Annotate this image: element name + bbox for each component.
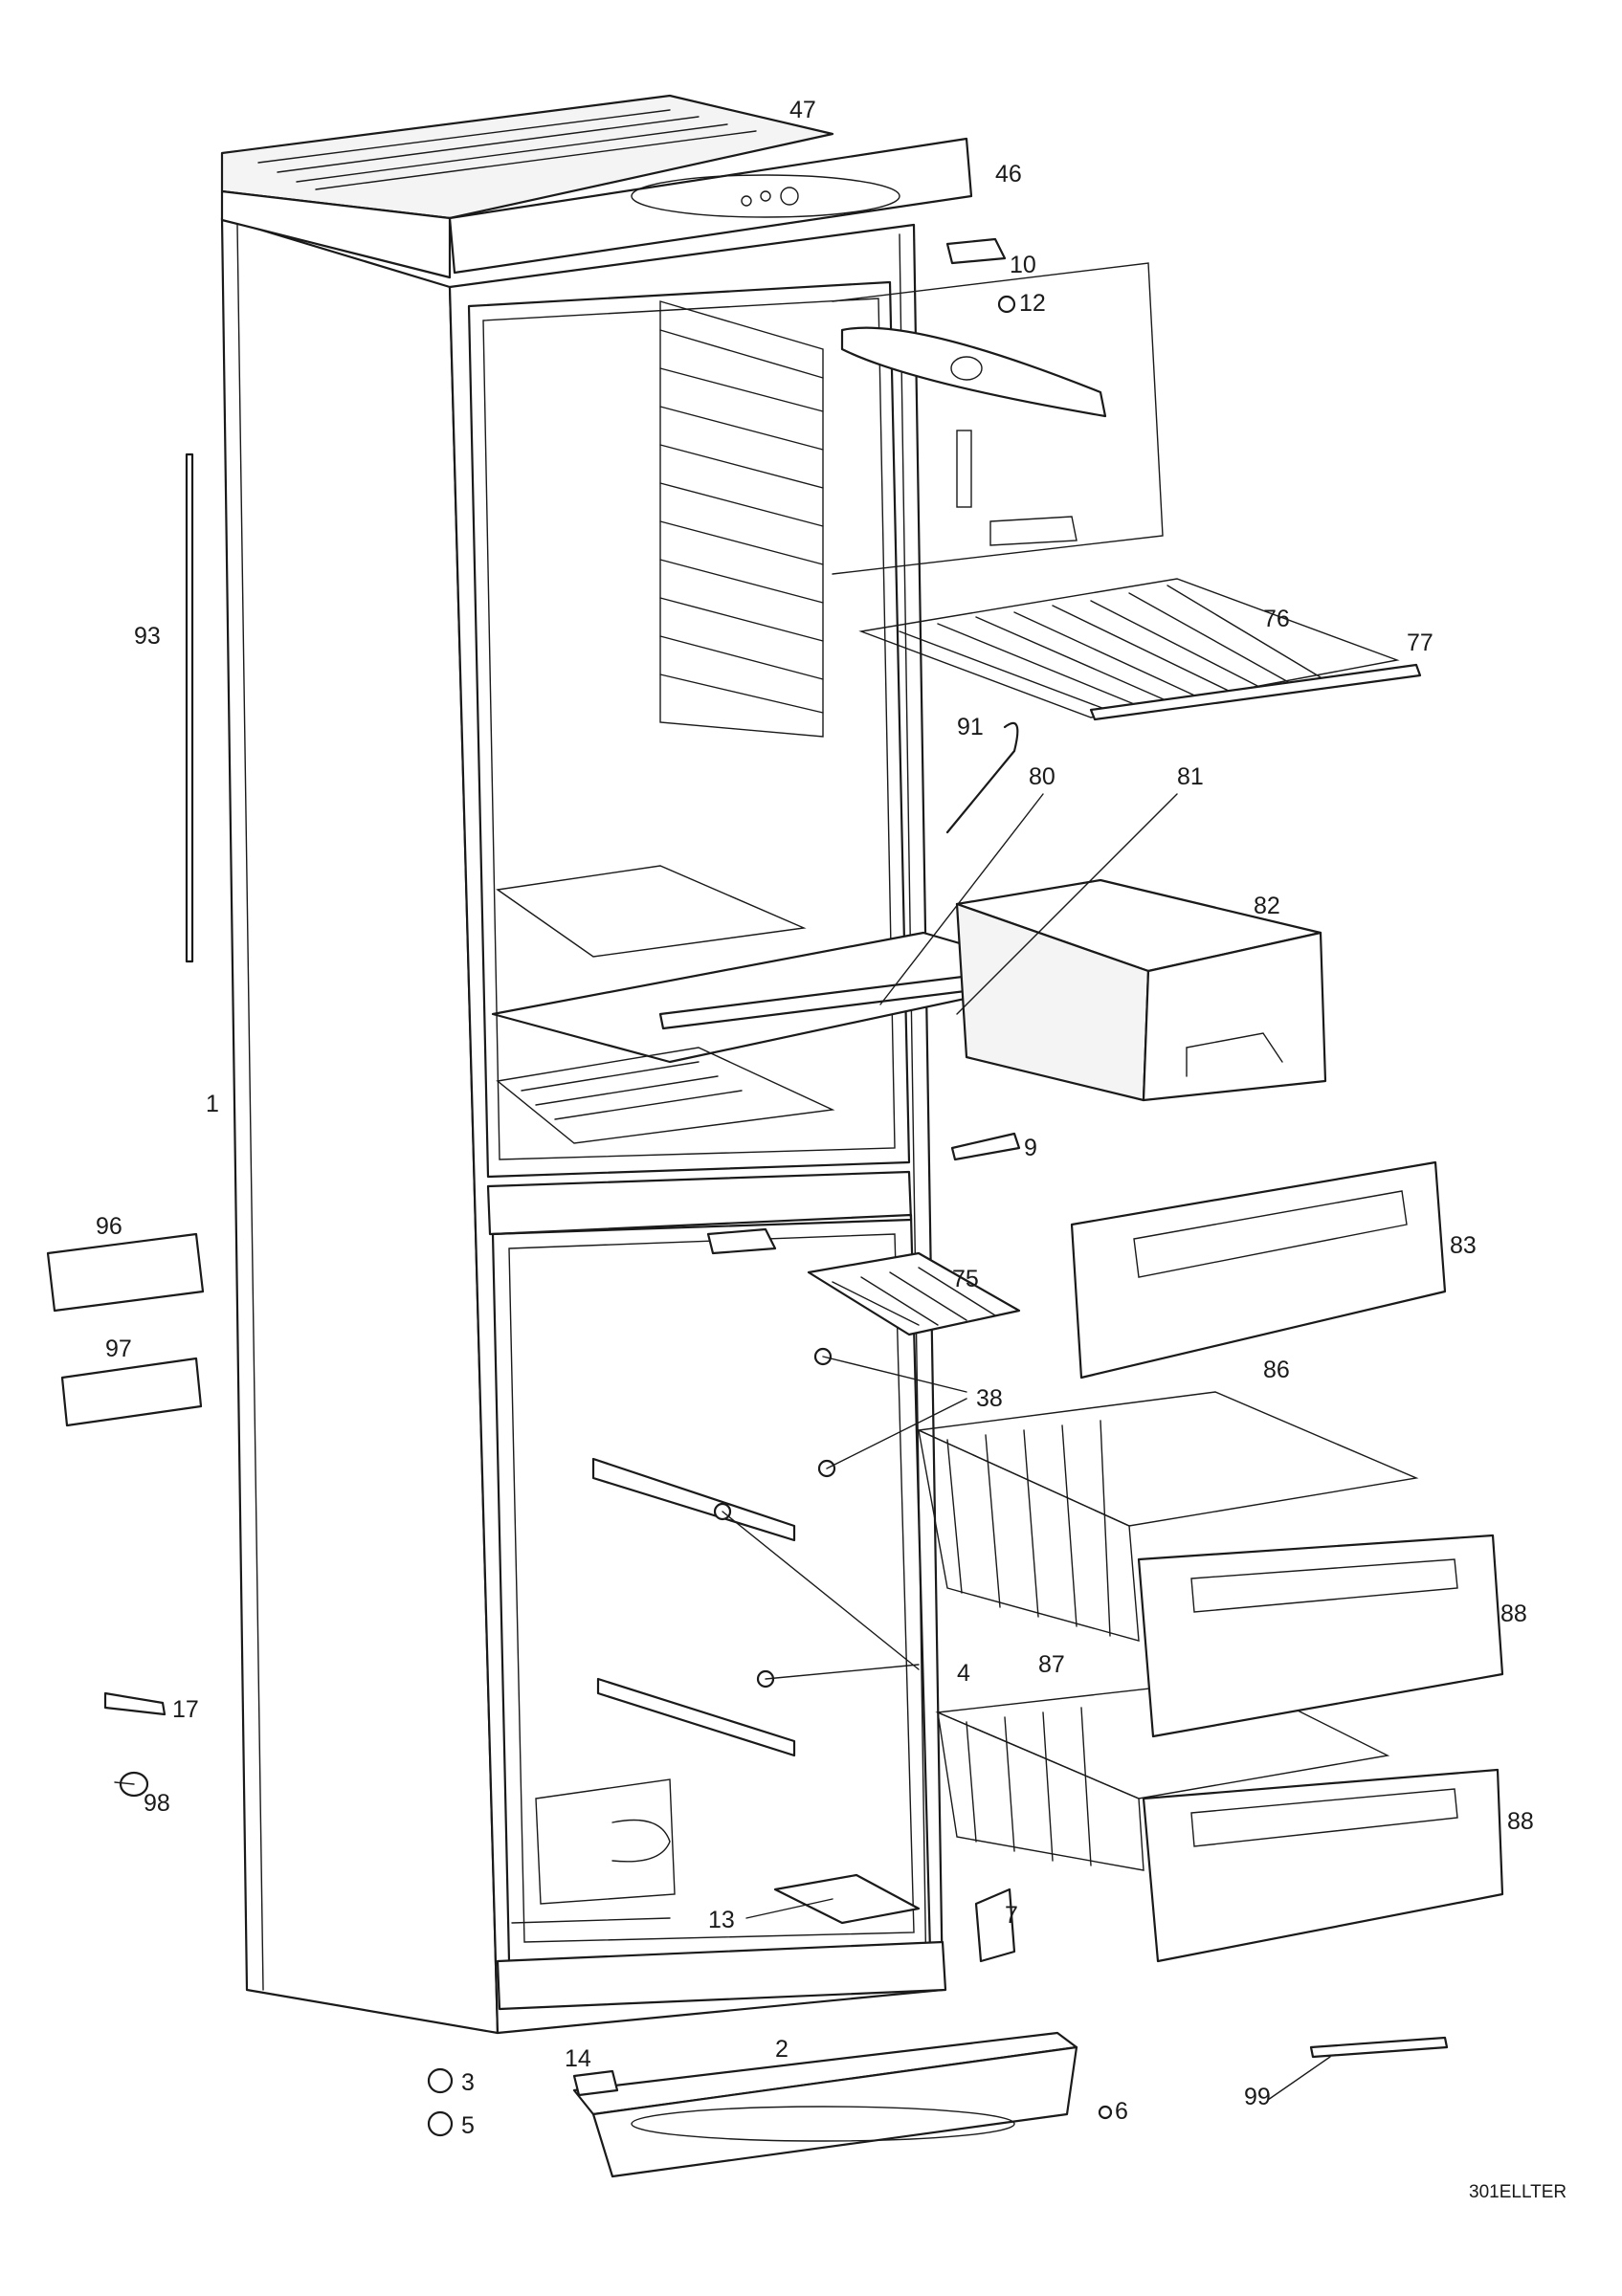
callout-3: 3 (461, 2069, 475, 2096)
freezer-flap-83 (1070, 1160, 1447, 1380)
drawer-front-88-lower (1142, 1768, 1504, 1963)
hinge-cover-96 (46, 1232, 205, 1313)
callout-38: 38 (976, 1385, 1003, 1412)
callout-17: 17 (172, 1696, 199, 1723)
callout-82: 82 (1254, 893, 1280, 919)
callout-7: 7 (1005, 1902, 1018, 1929)
wire-shelf-76 (858, 578, 1400, 718)
freezer-rails (591, 1227, 796, 1757)
callout-47: 47 (789, 97, 816, 123)
rail-13 (773, 1873, 921, 1925)
callout-98: 98 (144, 1790, 170, 1817)
callout-99: 99 (1244, 2084, 1271, 2110)
callout-93: 93 (134, 623, 161, 650)
callout-9: 9 (1024, 1135, 1037, 1161)
callout-1: 1 (206, 1091, 219, 1117)
callout-88-lower: 88 (1507, 1808, 1534, 1835)
crisper-drawer-82 (955, 878, 1327, 1102)
callout-91: 91 (957, 714, 984, 740)
cabinet-body (220, 216, 947, 2035)
callout-80: 80 (1029, 763, 1055, 790)
basket-86 (916, 1391, 1419, 1642)
callout-13: 13 (708, 1907, 735, 1933)
kickplate-2 (572, 2031, 1078, 2178)
callout-96: 96 (96, 1213, 122, 1240)
clip-91 (945, 721, 1019, 834)
shelf-trim-77 (1089, 663, 1422, 721)
callout-14: 14 (565, 2045, 591, 2072)
tool-99 (1309, 2036, 1449, 2059)
callout-97: 97 (105, 1336, 132, 1362)
callout-76: 76 (1263, 606, 1290, 632)
callout-46: 46 (995, 161, 1022, 188)
callout-83: 83 (1450, 1232, 1477, 1259)
callout-77: 77 (1407, 629, 1433, 656)
callout-81: 81 (1177, 763, 1204, 790)
ice-tray-75 (807, 1251, 1021, 1336)
drawing-code: 301ELLTER (1469, 2182, 1566, 2202)
callout-86: 86 (1263, 1357, 1290, 1383)
bracket-10 (945, 237, 1007, 265)
clip-14 (572, 2069, 619, 2097)
callout-2: 2 (775, 2036, 789, 2063)
hinge-9 (950, 1132, 1021, 1161)
top-cover-47 (220, 94, 834, 279)
hinge-7 (974, 1888, 1016, 1963)
lamp-assembly-group (832, 262, 1164, 575)
drawer-front-88-upper (1137, 1534, 1504, 1738)
callout-10: 10 (1010, 252, 1036, 278)
handle-97 (60, 1357, 203, 1427)
control-panel-46 (448, 137, 973, 275)
callout-12: 12 (1019, 290, 1046, 317)
screw-12 (997, 295, 1016, 314)
tube-93 (185, 453, 194, 963)
callout-87: 87 (1038, 1651, 1065, 1678)
callout-labels: 1 2 3 4 5 6 7 9 10 12 13 14 17 38 46 47 … (96, 97, 1534, 2139)
callout-5: 5 (461, 2112, 475, 2139)
callout-4: 4 (957, 1660, 970, 1687)
callout-88-upper: 88 (1500, 1601, 1527, 1627)
pin-17 (103, 1691, 167, 1716)
rear-shelf (496, 865, 835, 1144)
shelf-rail-stack (659, 300, 824, 738)
callout-6: 6 (1115, 2098, 1128, 2125)
foot-5 (427, 2110, 454, 2137)
foot-3 (427, 2067, 454, 2094)
callout-75: 75 (952, 1266, 979, 1292)
screw-6 (1098, 2105, 1113, 2120)
leader-lines (114, 793, 1331, 2101)
basket-87 (935, 1678, 1390, 1871)
